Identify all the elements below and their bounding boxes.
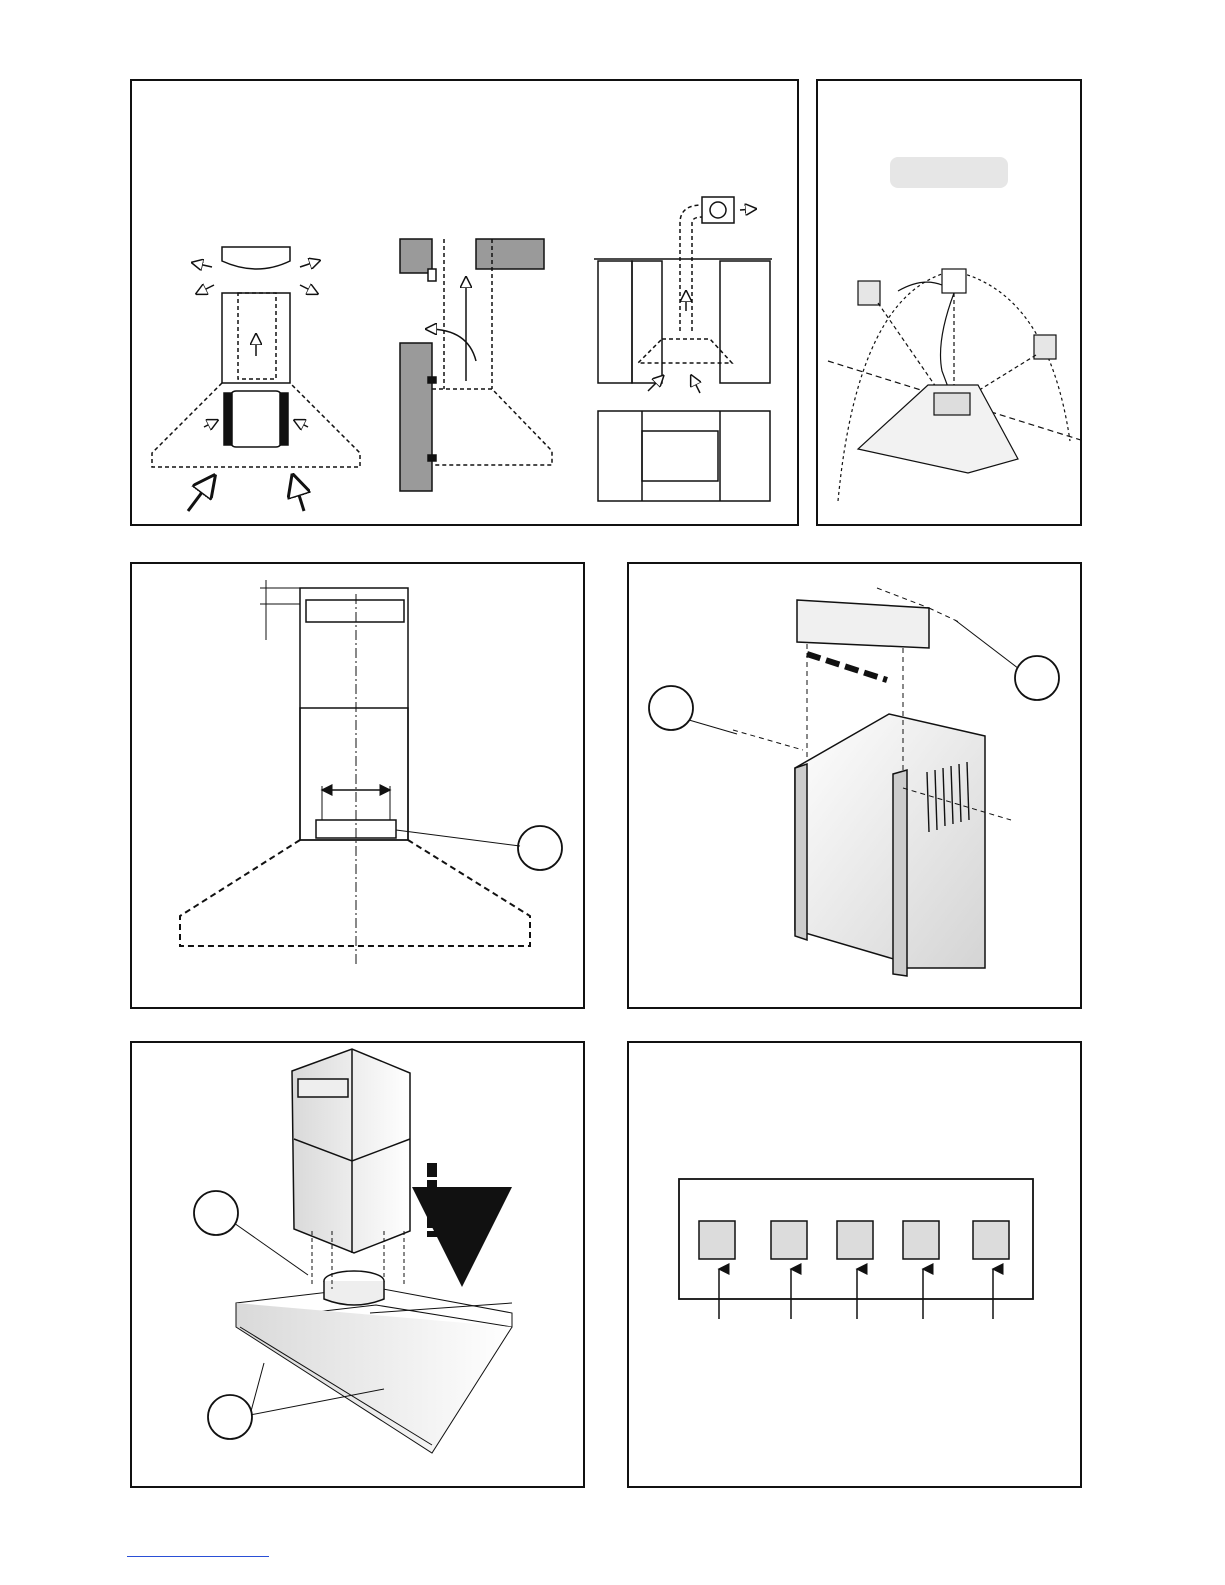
chimney-fitting-diagram [132, 1043, 587, 1490]
footer-link-underline [127, 1556, 269, 1557]
control-button-3[interactable] [837, 1221, 873, 1259]
control-buttons [699, 1221, 1009, 1319]
extraction-wall-hood [400, 239, 552, 491]
control-button-4[interactable] [903, 1221, 939, 1259]
panel-electrical-connection [816, 79, 1082, 526]
ducted-external-motor [594, 197, 772, 501]
chimney-bracket-diagram [629, 564, 1084, 1011]
panel-bracket-position [130, 562, 585, 1009]
recirculation-hood [152, 247, 360, 511]
bracket-position-diagram [132, 564, 587, 1011]
airflow-diagrams [132, 81, 801, 528]
control-button-2[interactable] [771, 1221, 807, 1259]
control-button-1[interactable] [699, 1221, 735, 1259]
panel-chimney-fitting [130, 1041, 585, 1488]
panel-chimney-bracket-assembly [627, 562, 1082, 1009]
control-button-5[interactable] [973, 1221, 1009, 1259]
panel-control-panel [627, 1041, 1082, 1488]
electrical-diagram [818, 81, 1084, 528]
panel-airflow-modes [130, 79, 799, 526]
control-panel-diagram [629, 1043, 1084, 1490]
